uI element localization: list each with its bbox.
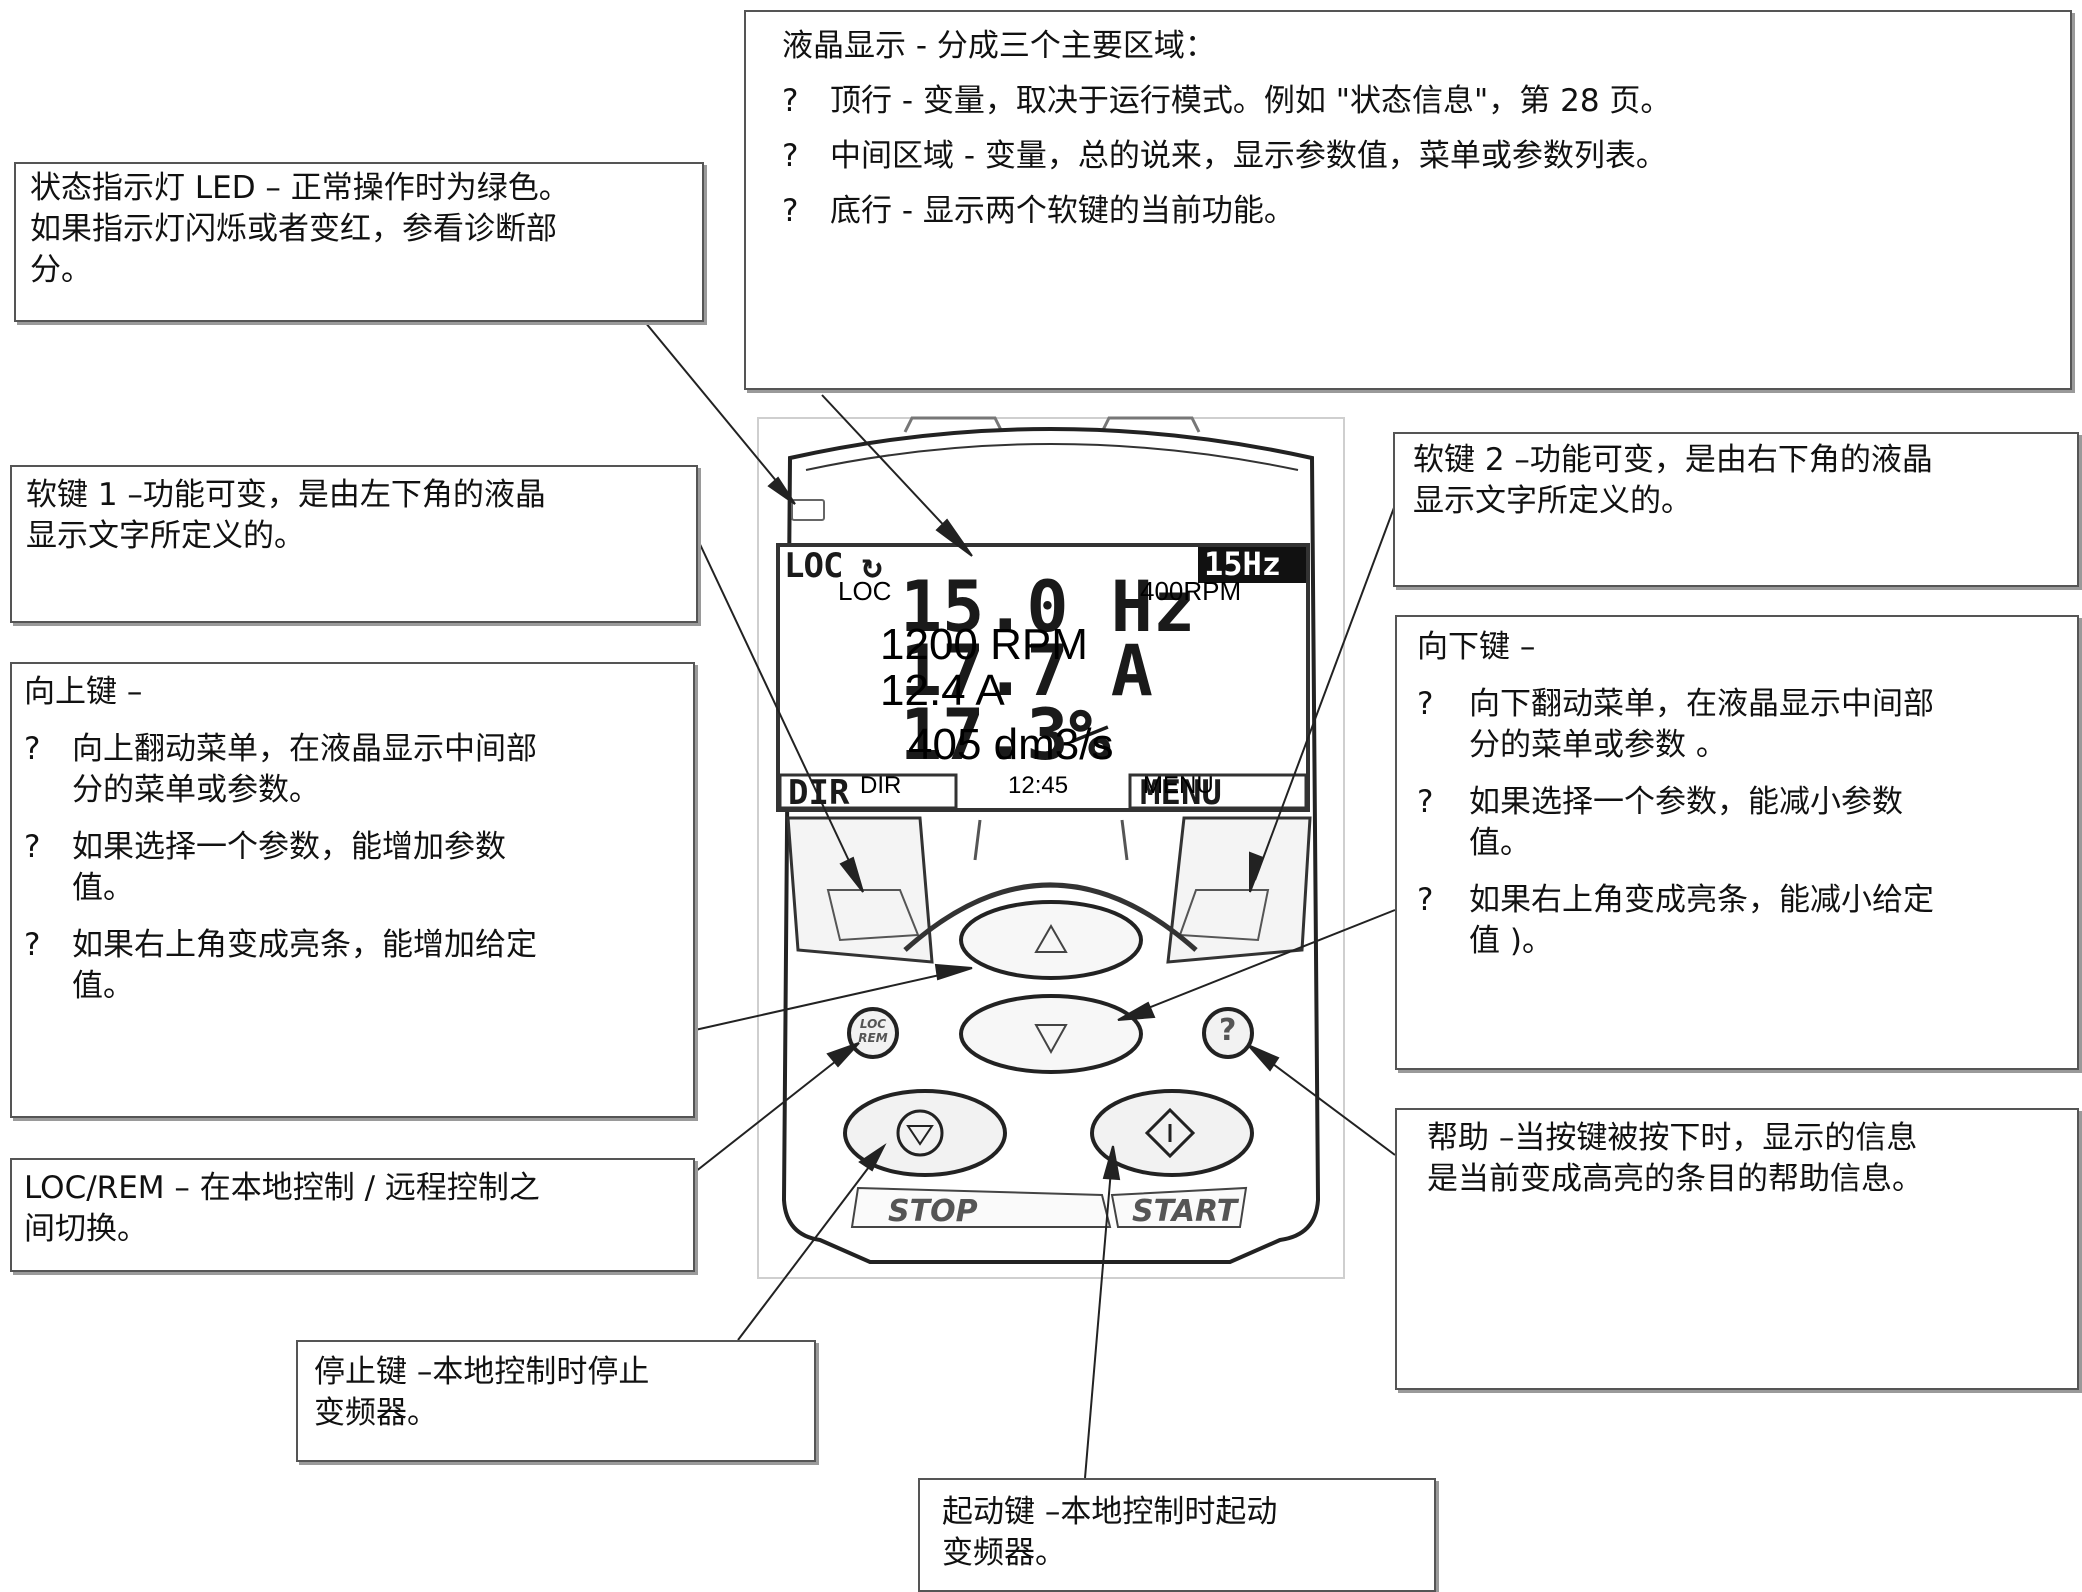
callout-start-line-1: 起动键 –本地控制时起动 [942,1494,1278,1530]
lcd-screen [776,543,1310,812]
locrem-key-label: LOC REM [858,1017,888,1045]
up-arrow-icon [1034,923,1068,953]
callout-up-item-3: ?如果右上角变成亮条，能增加给定值。 [24,927,537,1004]
lcd-top-left: LOC ↻ [784,546,882,586]
callout-up-title: 向上键 – [24,674,143,710]
callout-softkey1-line-1: 软键 1 –功能可变，是由左下角的液晶 [26,477,546,513]
stop-key-label: STOP [888,1194,978,1229]
start-icon [1144,1107,1196,1159]
callout-softkey1: 软键 1 –功能可变，是由左下角的液晶 显示文字所定义的。 [10,465,698,623]
callout-start-line-2: 变频器。 [942,1535,1066,1571]
callout-locrem-line-1: LOC/REM – 在本地控制 / 远程控制之 [24,1170,540,1206]
down-key[interactable] [959,994,1143,1074]
callout-help: 帮助 –当按键被按下时，显示的信息 是当前变成高亮的条目的帮助信息。 [1395,1108,2079,1390]
callout-up-item-2: ?如果选择一个参数，能增加参数值。 [24,829,506,906]
lcd-overlay-line-3: 405 dm3/s [908,720,1114,769]
callout-up-item-1: ?向上翻动菜单，在液晶显示中间部分的菜单或参数。 [24,731,537,808]
callout-softkey2: 软键 2 –功能可变，是由右下角的液晶 显示文字所定义的。 [1393,432,2079,587]
callout-led-line-2: 如果指示灯闪烁或者变红，参看诊断部 [30,211,557,247]
keypad-frame [757,417,1345,1279]
callout-led-line-1: 状态指示灯 LED – 正常操作时为绿色。 [30,170,570,206]
callout-help-line-1: 帮助 –当按键被按下时，显示的信息 [1427,1120,1918,1156]
locrem-key[interactable] [847,1007,899,1059]
up-key[interactable] [959,900,1143,980]
callout-led-line-3: 分。 [30,252,92,288]
callout-lcd-item-2: ?中间区域 - 变量，总的说来，显示参数值，菜单或参数列表。 [782,138,1667,174]
callout-help-line-2: 是当前变成高亮的条目的帮助信息。 [1427,1161,1923,1197]
callout-down-key: 向下键 – ?向下翻动菜单，在液晶显示中间部分的菜单或参数 。 ?如果选择一个参… [1395,615,2079,1070]
lcd-overlay-dir: DIR [860,772,902,799]
lcd-big-line-1: 15.0 Hz [900,566,1196,648]
lcd-highlight-bar [1198,547,1306,583]
callout-stop-line-2: 变频器。 [314,1395,438,1431]
callout-softkey2-line-1: 软键 2 –功能可变，是由右下角的液晶 [1413,442,1933,478]
lcd-overlay-mode: LOC [838,576,892,606]
lcd-big-line-3: 17.3% [900,694,1111,776]
down-arrow-icon [1034,1024,1068,1055]
callout-softkey1-line-2: 显示文字所定义的。 [26,518,305,554]
callout-lcd: 液晶显示 - 分成三个主要区域： ?顶行 - 变量，取决于运行模式。例如 "状态… [744,10,2072,390]
lcd-softkey-right-label: MENU [1140,773,1222,813]
stop-icon [906,1125,934,1146]
lcd-overlay-time: 12:45 [1008,772,1069,799]
start-key-label: START [1132,1194,1238,1229]
help-key-label: ? [1219,1013,1237,1048]
start-key[interactable] [1090,1089,1254,1177]
callout-down-title: 向下键 – [1417,629,1536,665]
callout-down-item-1: ?向下翻动菜单，在液晶显示中间部分的菜单或参数 。 [1417,686,1934,763]
lcd-overlay-rpm-top: 400RPM [1140,576,1242,606]
callout-down-item-2: ?如果选择一个参数，能减小参数值。 [1417,784,1903,861]
callout-led: 状态指示灯 LED – 正常操作时为绿色。 如果指示灯闪烁或者变红，参看诊断部 … [14,162,704,322]
callout-locrem: LOC/REM – 在本地控制 / 远程控制之 间切换。 [10,1158,695,1272]
status-led [791,499,825,521]
callout-stop: 停止键 –本地控制时停止 变频器。 [296,1340,816,1462]
callout-stop-line-1: 停止键 –本地控制时停止 [314,1354,650,1390]
callout-lcd-item-3: ?底行 - 显示两个软键的当前功能。 [782,193,1295,229]
callout-softkey2-line-2: 显示文字所定义的。 [1413,483,1692,519]
callout-up-key: 向上键 – ?向上翻动菜单，在液晶显示中间部分的菜单或参数。 ?如果选择一个参数… [10,662,695,1118]
lcd-overlay-menu: MENU [1143,772,1214,799]
callout-lcd-item-1: ?顶行 - 变量，取决于运行模式。例如 "状态信息"，第 28 页。 [782,83,1672,119]
help-key[interactable] [1202,1007,1254,1059]
lcd-overlay-line-2: 12.4 A [880,666,1005,715]
callout-start: 起动键 –本地控制时起动 变频器。 [918,1478,1436,1592]
callout-locrem-line-2: 间切换。 [24,1211,148,1247]
callout-lcd-title: 液晶显示 - 分成三个主要区域： [782,28,1216,64]
stop-key[interactable] [843,1089,1007,1177]
lcd-top-right: 15Hz [1204,545,1282,583]
callout-down-item-3: ?如果右上角变成亮条，能减小给定值 )。 [1417,882,1934,959]
lcd-softkey-left-label: DIR [788,773,850,813]
lcd-big-line-2: 17.7 A [900,630,1153,712]
lcd-overlay-line-1: 1200 RPM [880,620,1088,669]
